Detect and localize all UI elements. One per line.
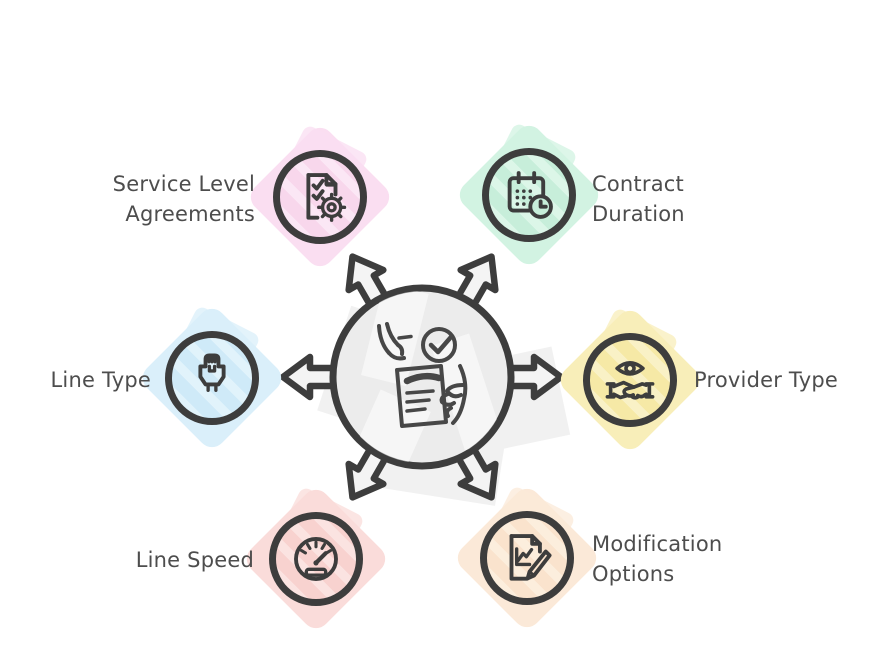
node-circle	[165, 331, 259, 425]
label-line: Options	[592, 562, 675, 586]
label-provider-type: Provider Type	[694, 365, 838, 395]
hands-holding-contract-icon	[377, 322, 468, 428]
node-circle	[269, 512, 363, 606]
label-line: Line Speed	[135, 548, 254, 572]
center-hub	[212, 167, 632, 587]
node-line-type	[137, 303, 287, 453]
label-line: Line Type	[50, 368, 151, 392]
node-circle	[273, 150, 367, 244]
label-contract-duration: Contract Duration	[592, 169, 685, 229]
label-line: Agreements	[125, 202, 255, 226]
ethernet-plug-icon	[198, 353, 226, 392]
document-pencil-chart-icon	[509, 534, 552, 581]
node-circle	[583, 333, 677, 427]
calendar-clock-icon	[507, 171, 553, 219]
node-circle	[480, 511, 574, 605]
label-service-level-agreements: Service Level Agreements	[113, 169, 255, 229]
center-hub-graphic	[212, 167, 571, 587]
label-line-speed: Line Speed	[136, 545, 254, 575]
label-line: Service Level	[112, 172, 255, 196]
node-line-speed	[241, 484, 391, 634]
node-provider-type	[555, 305, 705, 455]
label-line-type: Line Type	[51, 365, 151, 395]
document-checklist-gear-icon	[306, 173, 347, 222]
speedometer-icon	[294, 537, 338, 581]
node-circle	[482, 148, 576, 242]
label-line: Modification	[592, 532, 723, 556]
label-line: Contract	[592, 172, 684, 196]
node-service-level-agreements	[245, 122, 395, 272]
node-contract-duration	[454, 120, 604, 270]
label-line: Duration	[592, 202, 685, 226]
node-modification-options	[452, 483, 602, 633]
eye-handshake-icon	[605, 361, 655, 400]
label-line: Provider Type	[694, 368, 838, 392]
label-modification-options: Modification Options	[592, 529, 722, 589]
